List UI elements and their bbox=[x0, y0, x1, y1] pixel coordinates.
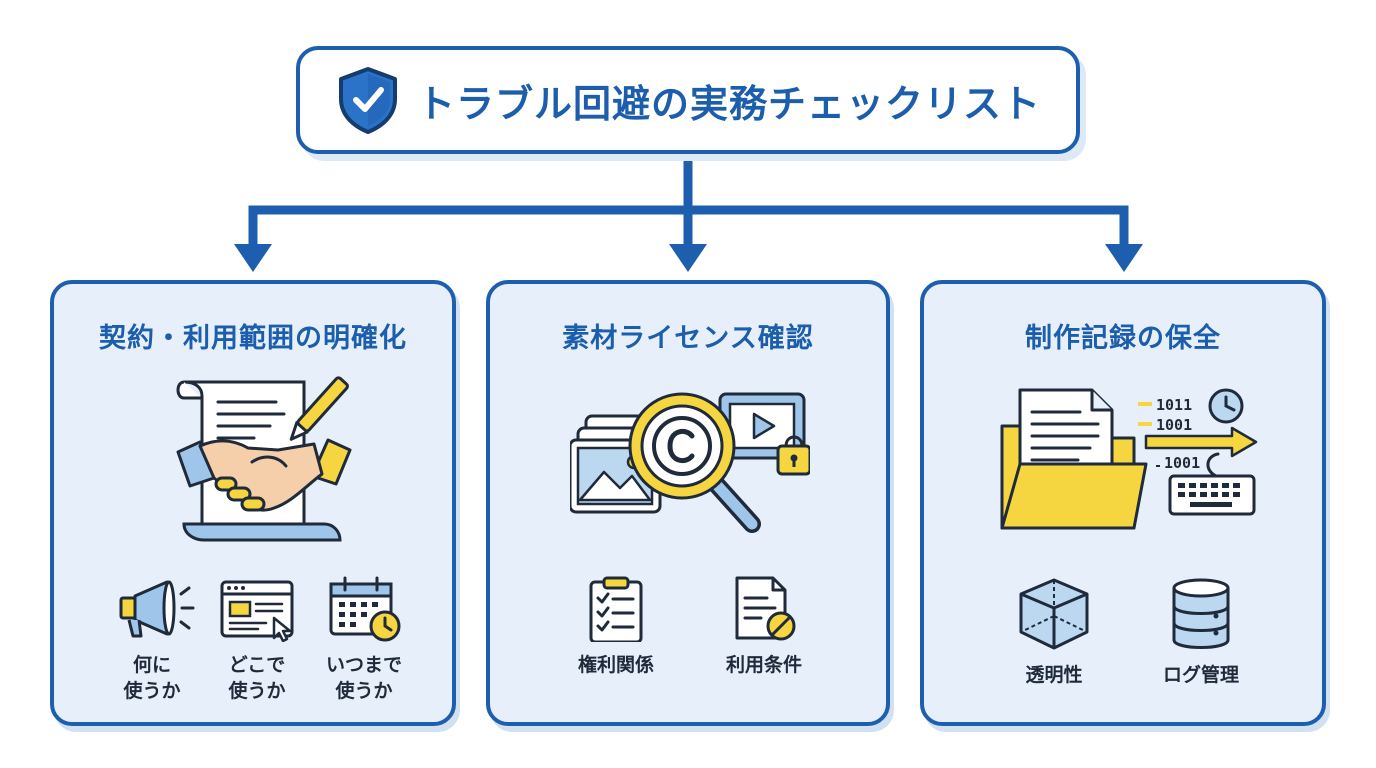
folder-data-log-icon: 1011 1001 1001 bbox=[1000, 388, 1258, 530]
card-title: 素材ライセンス確認 bbox=[562, 323, 814, 354]
document-prohibited-icon bbox=[735, 576, 796, 641]
binary-line-3: 1001 bbox=[1164, 454, 1200, 472]
item-label: ログ管理 bbox=[1162, 664, 1239, 686]
card-title: 制作記録の保全 bbox=[1025, 323, 1221, 354]
item-label: 何に 使うか bbox=[123, 654, 181, 702]
arrow-center bbox=[669, 244, 707, 272]
calendar-clock-icon bbox=[329, 576, 401, 642]
megaphone-icon bbox=[119, 580, 195, 638]
binary-line-1: 1011 bbox=[1156, 396, 1192, 414]
item-terms: 利用条件 bbox=[704, 576, 824, 678]
item-label: 権利関係 bbox=[577, 654, 654, 676]
transparent-cube-icon bbox=[1019, 578, 1089, 650]
card-production-records: 制作記録の保全 1011 1001 1001 bbox=[920, 280, 1326, 726]
shield-check-icon bbox=[338, 67, 397, 134]
item-rights: 権利関係 bbox=[556, 576, 676, 678]
item-transparency: 透明性 bbox=[994, 576, 1114, 688]
arrow-right bbox=[1105, 244, 1143, 272]
database-icon bbox=[1172, 578, 1230, 649]
item-where-use: どこで 使うか bbox=[197, 576, 317, 704]
card-title: 契約・利用範囲の明確化 bbox=[99, 323, 407, 354]
title-box: トラブル回避の実務チェックリスト bbox=[296, 46, 1080, 154]
card-contract-scope: 契約・利用範囲の明確化 bbox=[50, 280, 456, 726]
item-until-when: いつまで 使うか bbox=[304, 576, 424, 704]
item-what-use: 何に 使うか bbox=[92, 576, 212, 704]
clipboard-checklist-icon bbox=[589, 576, 643, 642]
browser-window-icon bbox=[220, 580, 294, 642]
item-log-management: ログ管理 bbox=[1141, 576, 1261, 688]
arrow-left bbox=[234, 244, 272, 272]
binary-line-2: 1001 bbox=[1156, 416, 1192, 434]
contract-handshake-icon bbox=[176, 376, 352, 542]
copyright-magnifier-icon bbox=[570, 392, 810, 533]
item-label: どこで 使うか bbox=[228, 654, 286, 702]
item-label: 透明性 bbox=[1025, 664, 1083, 686]
item-label: いつまで 使うか bbox=[325, 654, 402, 702]
card-asset-license: 素材ライセンス確認 権利関係 bbox=[486, 280, 890, 726]
page-title: トラブル回避の実務チェックリスト bbox=[416, 81, 1041, 126]
item-label: 利用条件 bbox=[725, 654, 802, 676]
